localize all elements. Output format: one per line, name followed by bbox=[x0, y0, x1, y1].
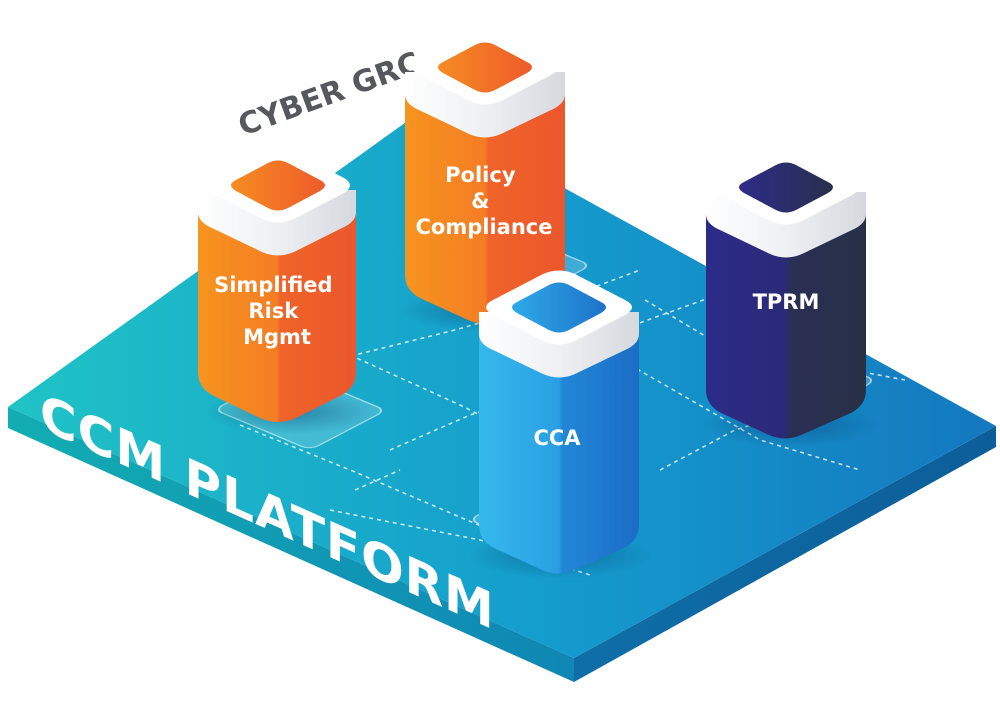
tower-cca-label: CCA bbox=[533, 426, 581, 450]
tower-risk-top-inset bbox=[231, 160, 325, 211]
tower-policy-body bbox=[405, 95, 565, 324]
tower-tprm[interactable]: TPRM bbox=[702, 150, 878, 448]
platform-side-left bbox=[8, 407, 574, 682]
tower-risk-label: Simplified Risk Mgmt bbox=[214, 273, 340, 349]
tower-cca-body bbox=[479, 335, 639, 574]
tower-tprm-top-inset bbox=[739, 162, 833, 213]
tower-cca[interactable]: CCA bbox=[468, 270, 652, 580]
tower-tprm-label: TPRM bbox=[753, 290, 820, 314]
tower-policy-label: Policy & Compliance bbox=[416, 163, 553, 239]
platform-side-right bbox=[574, 426, 996, 682]
tower-policy-top-inset bbox=[438, 42, 532, 93]
tower-risk[interactable]: Simplified Risk Mgmt bbox=[198, 148, 375, 435]
tower-tprm-body bbox=[706, 215, 866, 439]
tower-cca-top-inset bbox=[512, 282, 606, 333]
cyber-grc-label: CYBER GRC bbox=[234, 46, 425, 144]
tower-risk-body bbox=[198, 215, 356, 422]
